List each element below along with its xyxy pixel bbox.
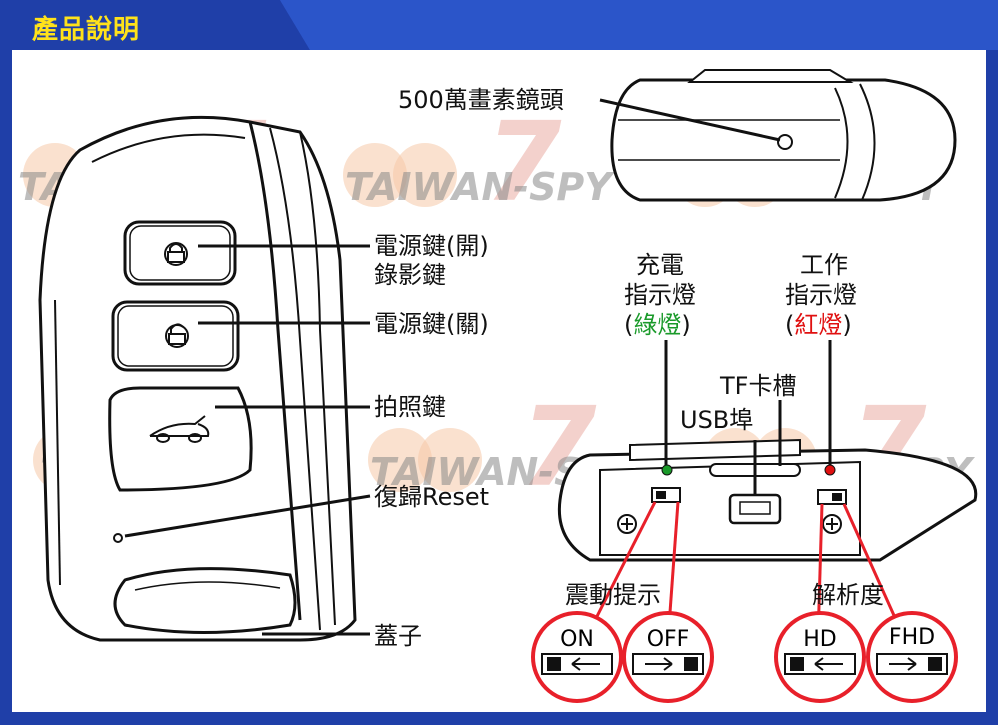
label-record: 錄影鍵 [374, 261, 446, 289]
switch-label-off: OFF [647, 627, 690, 652]
label-usb: USB埠 [680, 406, 753, 434]
car-trunk-icon [149, 415, 210, 443]
switch-fhd: FHD [866, 611, 958, 703]
watermark-2: 7 TAIWAN-SPY [343, 98, 615, 226]
label-resolution: 解析度 [812, 581, 884, 609]
label-work-2: 指示燈 [785, 281, 857, 309]
label-tf-slot: TF卡槽 [719, 372, 796, 400]
unlock-button[interactable] [111, 300, 240, 372]
switch-on: ON [531, 611, 623, 703]
header-band [280, 0, 998, 50]
switch-label-fhd: FHD [889, 625, 935, 650]
label-power-off: 電源鍵(關) [374, 310, 489, 338]
switch-off: OFF [622, 611, 714, 703]
header-tab: 產品說明 [0, 0, 280, 50]
switch-label-hd: HD [803, 627, 836, 652]
switch-label-on: ON [560, 627, 594, 652]
label-work-1: 工作 [800, 251, 848, 279]
label-reset: 復歸Reset [374, 483, 489, 511]
label-charge-3: (綠燈) [624, 311, 691, 339]
slide-cover[interactable] [113, 567, 297, 634]
leader-lines [124, 98, 832, 636]
camera-lens [777, 134, 793, 150]
watermark-mark: 7 [485, 98, 562, 226]
watermark-text: TAIWAN-SPY [345, 165, 615, 209]
arrow-right-icon [889, 657, 917, 671]
work-led [824, 464, 836, 476]
switch-hd: HD [774, 611, 866, 703]
device-top-view [610, 69, 957, 202]
unlock-icon [165, 323, 189, 348]
label-charge-1: 充電 [636, 251, 684, 279]
arrow-left-icon [814, 657, 843, 671]
label-camera: 500萬畫素鏡頭 [398, 86, 564, 114]
header-slant [250, 0, 310, 50]
device-bottom-view [557, 438, 978, 562]
device-front [38, 115, 357, 642]
label-power-on: 電源鍵(開) [374, 232, 489, 260]
lock-icon [164, 242, 188, 266]
arrow-right-icon [645, 657, 673, 671]
charge-led [661, 464, 673, 476]
label-vibration: 震動提示 [565, 581, 661, 609]
label-charge-2: 指示燈 [624, 281, 696, 309]
reset-hole[interactable] [113, 533, 123, 543]
label-cover: 蓋子 [374, 622, 422, 650]
trunk-button[interactable] [108, 386, 253, 492]
arrow-left-icon [571, 657, 600, 671]
label-photo: 拍照鍵 [374, 393, 446, 421]
page-title: 產品說明 [32, 15, 141, 45]
label-work-3: (紅燈) [785, 311, 852, 339]
